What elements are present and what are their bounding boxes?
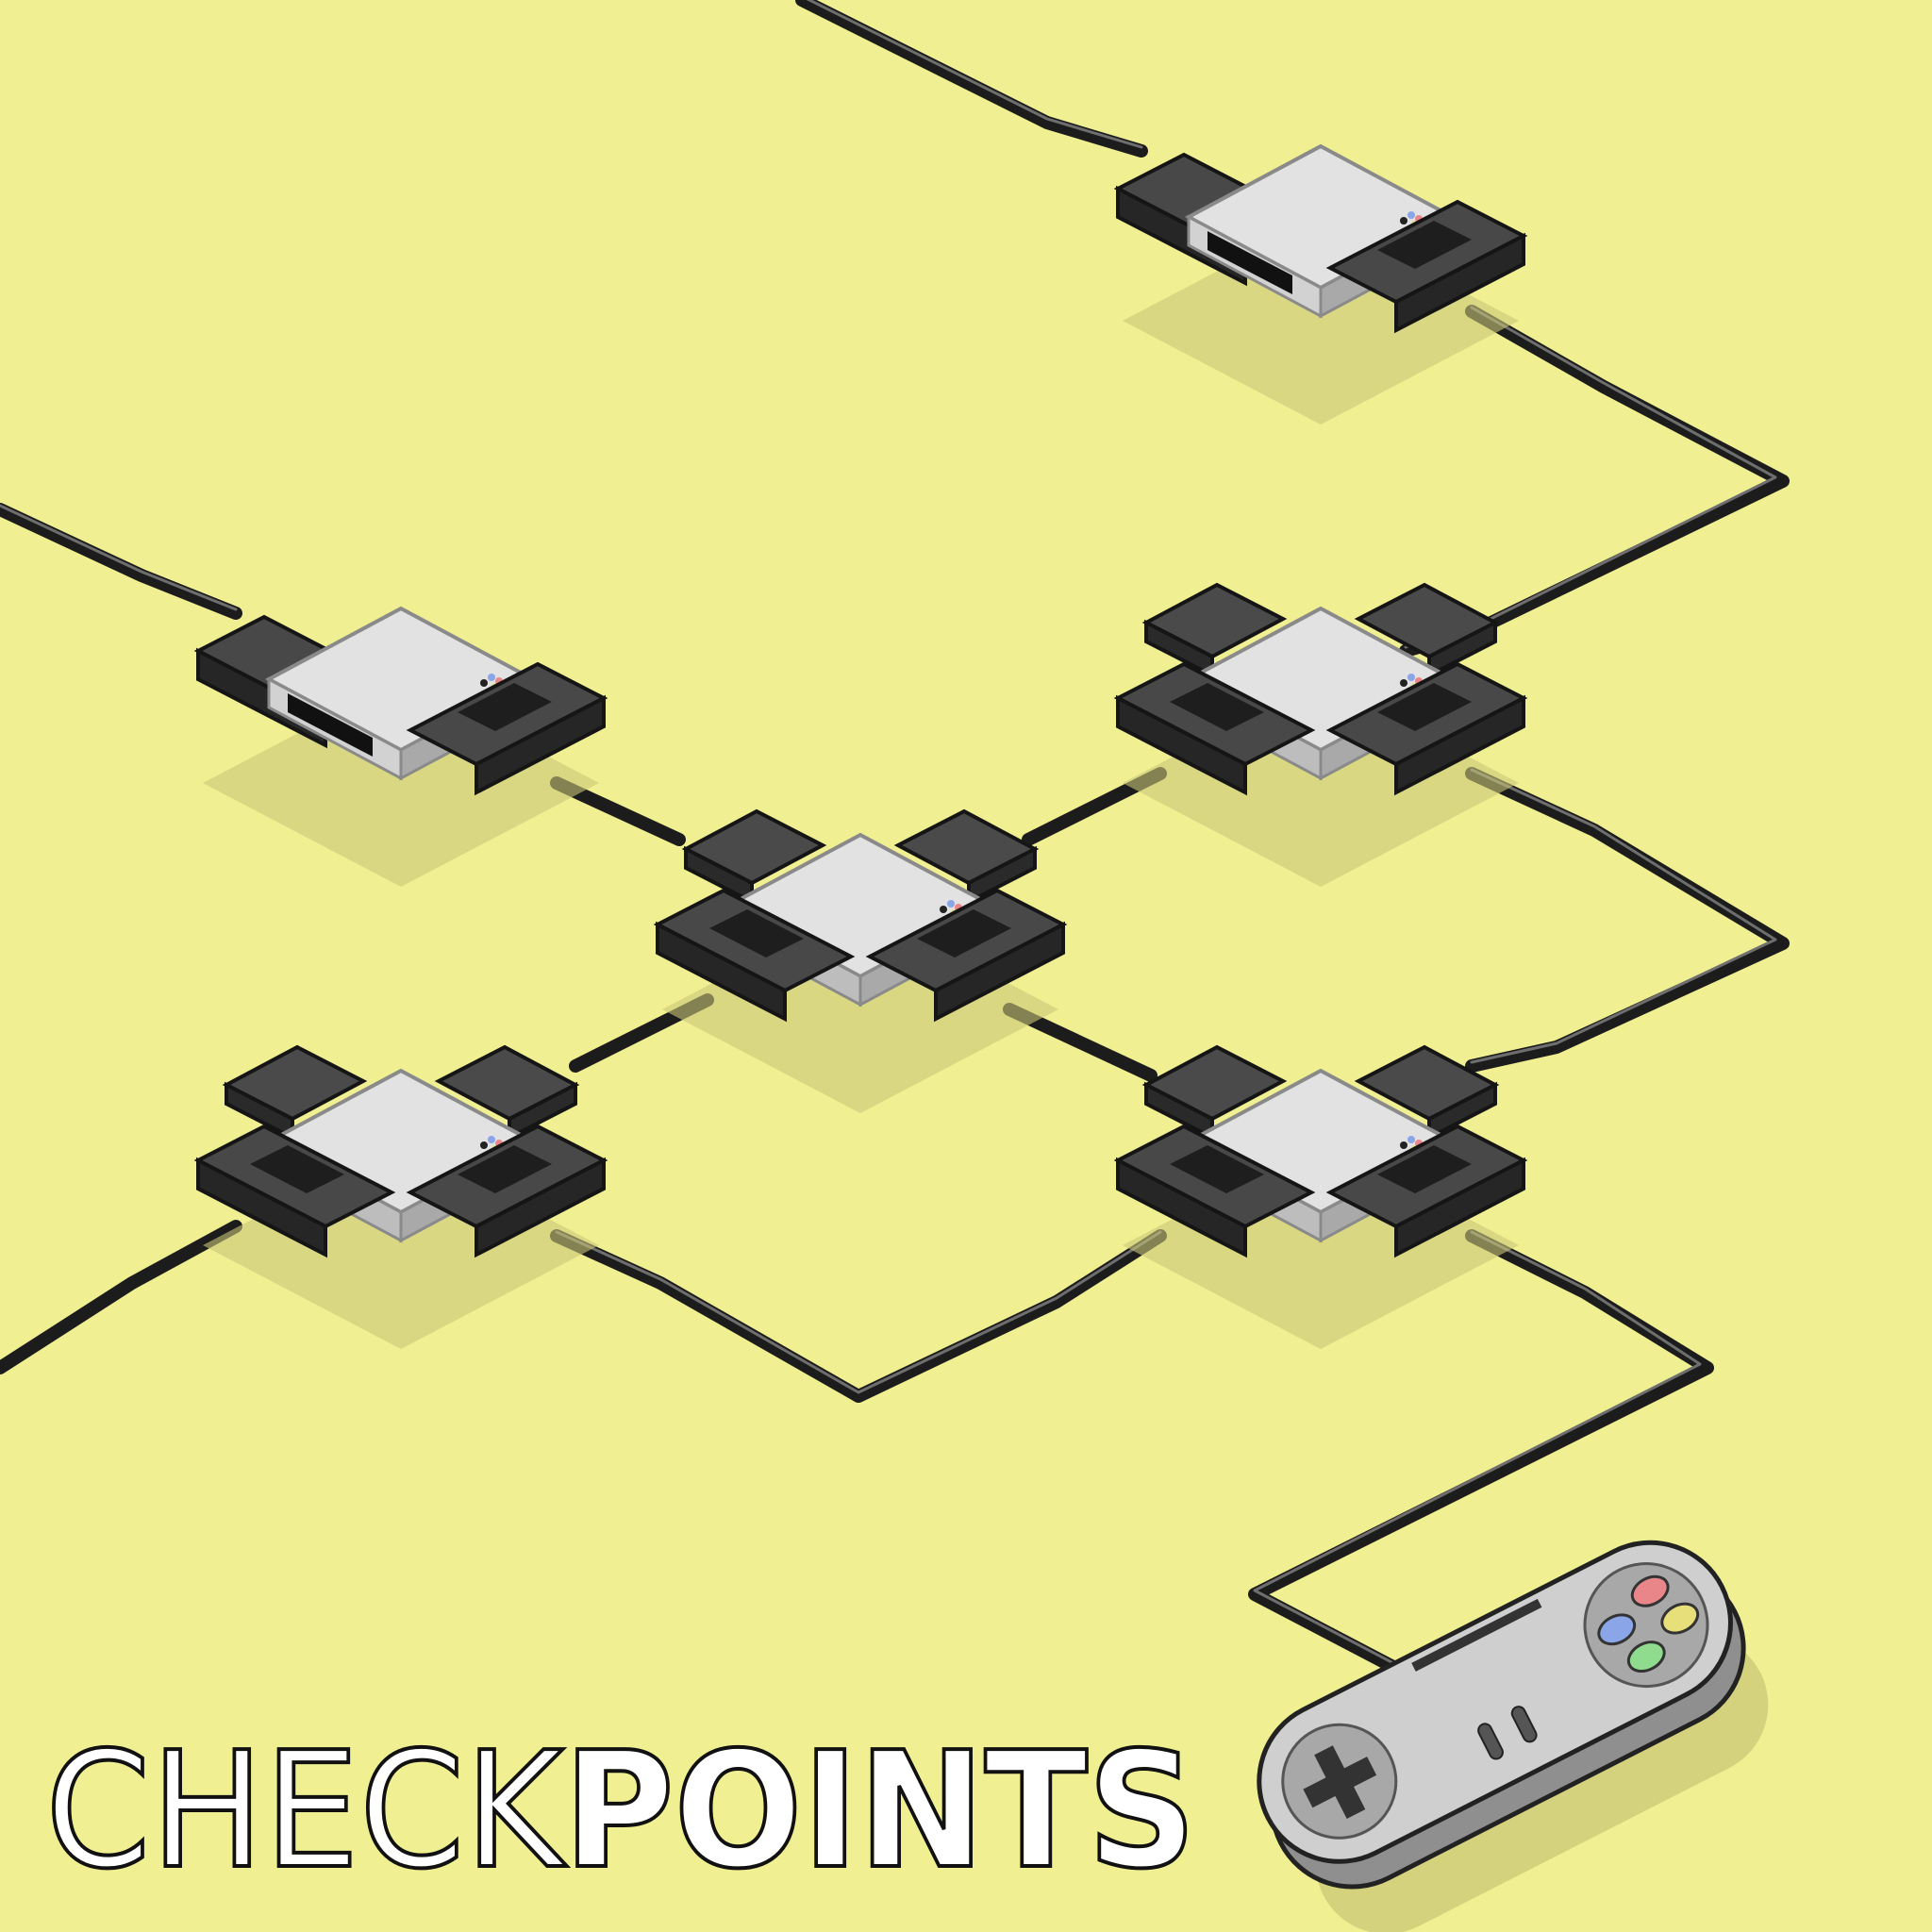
cables <box>0 0 1790 1705</box>
hub-low-left <box>196 1045 606 1351</box>
adapter-top-right <box>1116 144 1525 426</box>
game-controller <box>1257 1540 1769 1932</box>
checkpoints-title: CHECKPOINTS <box>45 1734 1198 1885</box>
button-green <box>1626 1641 1666 1674</box>
hub-low-right <box>1116 1045 1525 1351</box>
button-red <box>1630 1574 1670 1607</box>
title-bold: POINTS <box>563 1734 1196 1885</box>
title-light: CHECK <box>45 1734 568 1885</box>
select-button <box>1477 1723 1504 1760</box>
button-blue <box>1597 1613 1637 1646</box>
hub-mid-right <box>1116 583 1525 889</box>
start-button <box>1510 1706 1538 1743</box>
dpad-icon <box>1303 1745 1377 1820</box>
svg-text:CHECKPOINTS: CHECKPOINTS <box>45 1734 1196 1885</box>
hub-center <box>656 809 1065 1115</box>
adapter-mid-left <box>196 607 606 889</box>
button-yellow <box>1660 1602 1700 1635</box>
